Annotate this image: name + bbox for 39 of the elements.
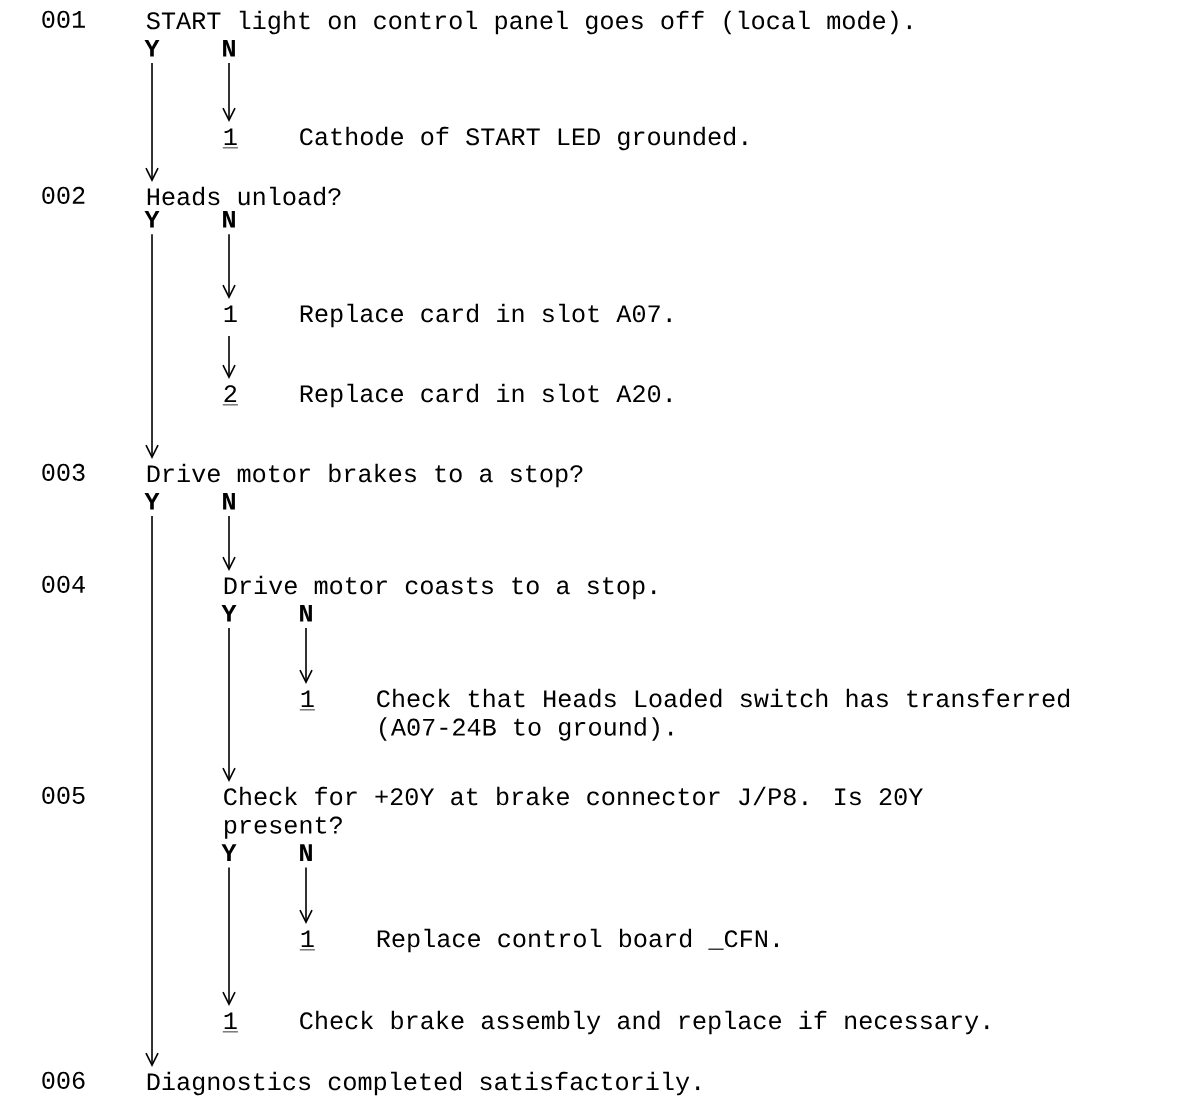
edge-label: Y (219, 842, 239, 863)
step-text: Drive motor brakes to a stop? (147, 463, 583, 488)
step-number: 003 (42, 463, 85, 481)
action-text: 2 Replace card in slot A20. (222, 383, 671, 408)
step-number: 006 (42, 1071, 85, 1089)
action-text: 1 Replace control board _CFN. (299, 928, 778, 953)
arrow (222, 627, 236, 782)
edge-label: N (219, 490, 239, 512)
step-number: 005 (42, 786, 85, 804)
edge-label: Y (219, 602, 239, 624)
step-number: 001 (42, 10, 85, 28)
arrow (299, 866, 313, 924)
edge-label: N (219, 37, 239, 59)
step-text: START light on control panel goes off (local mode). (146, 10, 911, 35)
arrow (222, 515, 236, 571)
arrow (145, 233, 159, 459)
edge-label: Y (142, 37, 162, 59)
action-text: 1 Check that Heads Loaded switch has transferred (A07-24B to ground). (299, 688, 1070, 741)
action-text: 1 Check brake assembly and replace if necessary. (222, 1010, 989, 1035)
step-text: Check for +20Y at brake connector J/P8. Is 20Y present? (224, 786, 923, 839)
edge-label: N (296, 602, 316, 624)
arrow (145, 515, 159, 1067)
arrow (222, 62, 236, 122)
arrow (222, 233, 236, 299)
step-text: Drive motor coasts to a stop. (224, 575, 656, 600)
arrow (222, 335, 236, 379)
edge-label: Y (142, 209, 162, 230)
edge-label: Y (142, 490, 162, 512)
action-text: 1 Cathode of START LED grounded. (222, 126, 747, 151)
step-number: 002 (42, 186, 85, 204)
arrow (299, 627, 313, 684)
edge-label: N (296, 842, 316, 863)
action-text: 1 Replace card in slot A07. (224, 303, 671, 328)
step-number: 004 (42, 575, 85, 593)
edge-label: N (219, 209, 239, 230)
step-text: Heads unload? (147, 186, 341, 206)
step-text: Diagnostics completed satisfactorily. (147, 1071, 700, 1096)
arrow (145, 62, 159, 182)
arrow (222, 866, 236, 1006)
